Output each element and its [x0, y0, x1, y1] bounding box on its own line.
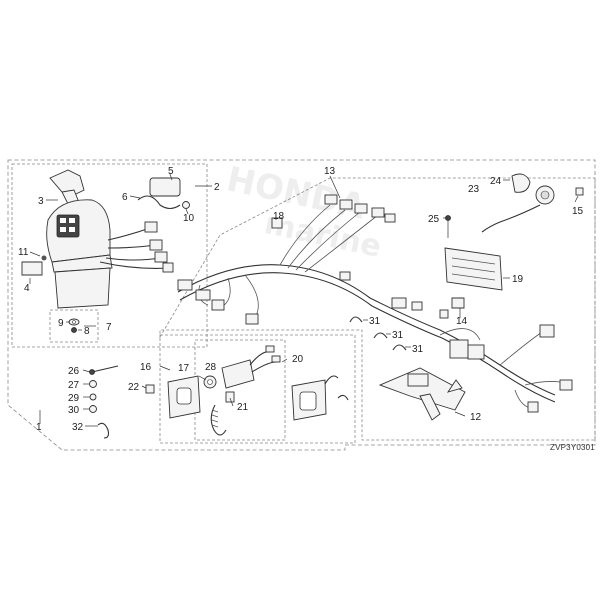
fuse-holder-illustration [439, 297, 465, 319]
callout-2: 2 [214, 182, 220, 193]
harness-clamps [349, 316, 407, 351]
callout-20: 20 [292, 354, 304, 365]
callout-29: 29 [68, 393, 80, 404]
callout-25: 25 [428, 214, 440, 225]
ignition-box [194, 339, 286, 441]
callout-8: 8 [84, 326, 90, 337]
callout-6: 6 [122, 192, 128, 203]
callout-22: 22 [128, 382, 140, 393]
callout-3: 3 [38, 196, 44, 207]
callout-27: 27 [68, 380, 80, 391]
callout-15: 15 [572, 206, 584, 217]
remote-control-box [11, 163, 208, 348]
callout-21: 21 [237, 402, 249, 413]
control-unit-illustration [444, 215, 503, 291]
callout-14: 14 [456, 316, 468, 327]
callout-31-b: 31 [392, 330, 404, 341]
callout-26: 26 [68, 366, 80, 377]
callout-28: 28 [205, 362, 217, 373]
callout-11: 11 [18, 247, 29, 258]
callout-4: 4 [24, 283, 30, 294]
ignition-switch-illustration [203, 345, 281, 389]
callout-24: 24 [490, 176, 502, 187]
diagram-code: ZVP3Y0301 [550, 443, 595, 452]
switch-panel-illustration [167, 375, 201, 419]
callout-9: 9 [58, 318, 64, 329]
panel-box [159, 334, 356, 444]
bracket-illustration [21, 255, 47, 276]
emergency-stop-lanyard [210, 391, 235, 436]
callout-18: 18 [273, 211, 285, 222]
callout-19: 19 [512, 274, 524, 285]
callout-5: 5 [168, 166, 174, 177]
callout-16: 16 [140, 362, 152, 373]
callout-30: 30 [68, 405, 80, 416]
callout-labels: 1 2 3 4 5 6 7 8 9 10 11 12 13 14 15 16 1… [18, 166, 584, 433]
callout-13: 13 [324, 166, 336, 177]
mounting-bracket-illustration [378, 367, 466, 421]
cover-panel-illustration [291, 375, 349, 421]
hardware-stack-illustration [89, 365, 155, 439]
remote-control-lever-illustration [46, 169, 113, 309]
harness-connectors [177, 194, 573, 413]
washer-hardware-illustration [68, 318, 80, 333]
lever-wire-harness [99, 221, 174, 273]
callout-7: 7 [106, 322, 112, 333]
callout-1: 1 [36, 422, 42, 433]
buzzer-illustration [481, 173, 584, 233]
callout-32: 32 [72, 422, 84, 433]
leader-lines [29, 173, 579, 427]
callout-23: 23 [468, 184, 480, 195]
harness-box [159, 177, 596, 441]
callout-31-a: 31 [369, 316, 381, 327]
callout-17: 17 [178, 363, 190, 374]
callout-12: 12 [470, 412, 482, 423]
cord-clip-illustration [137, 177, 190, 210]
callout-10: 10 [183, 213, 195, 224]
callout-31-c: 31 [412, 344, 424, 355]
